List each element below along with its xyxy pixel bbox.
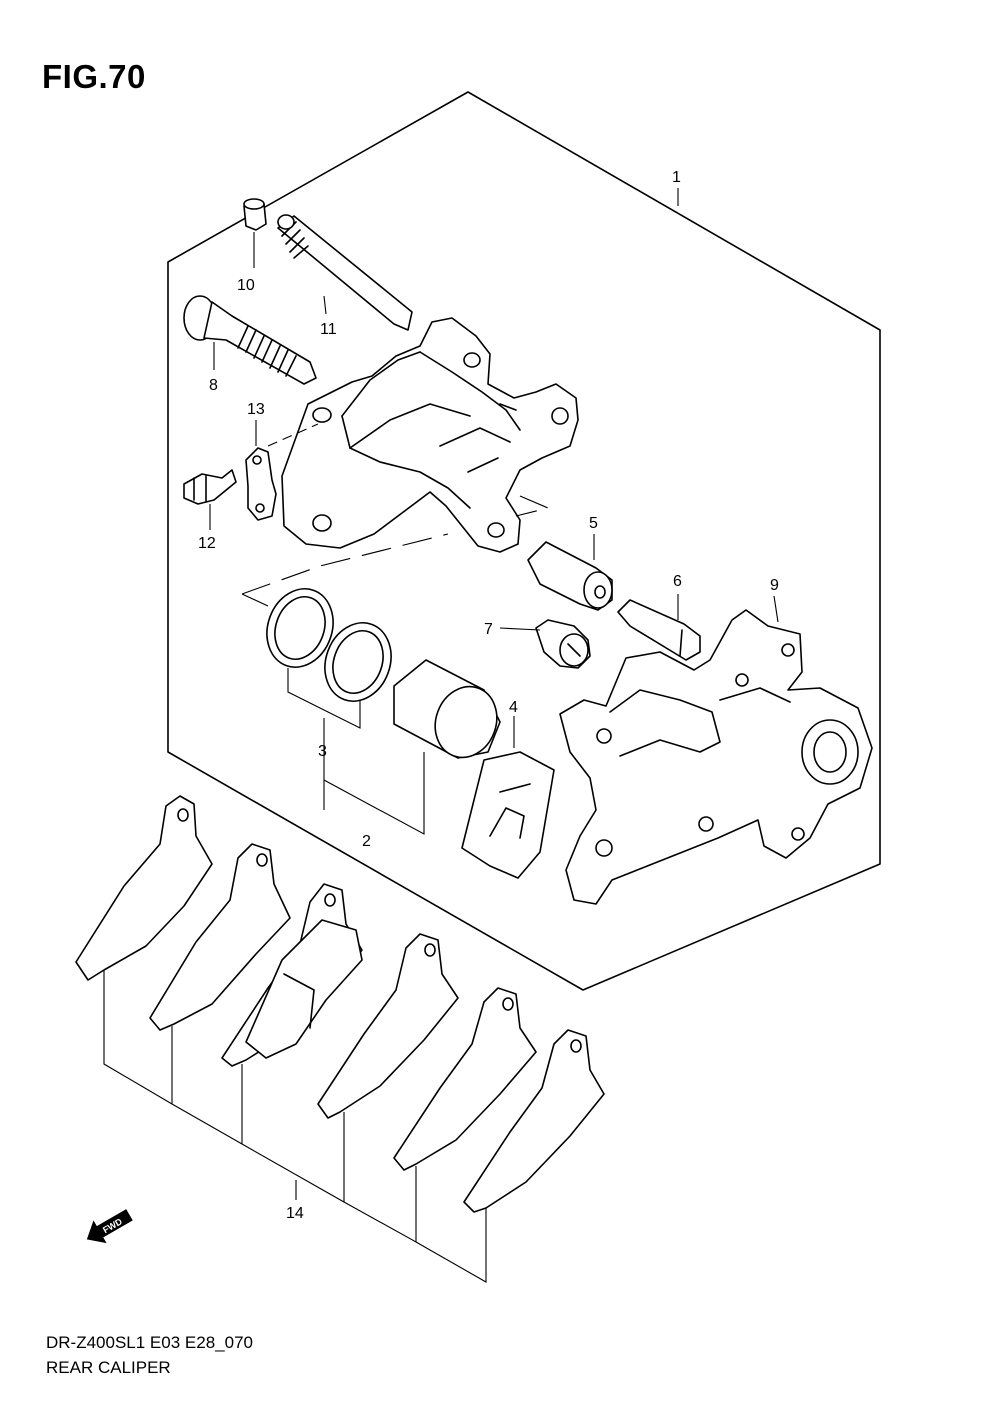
part-8-bolt[interactable] — [183, 295, 317, 385]
part-5-sleeve[interactable] — [527, 541, 613, 611]
part-6-pin[interactable] — [617, 599, 701, 661]
callout-7: 7 — [484, 621, 493, 638]
part-9-bracket[interactable] — [559, 609, 873, 905]
diagram-code: DR-Z400SL1 E03 E28_070 — [46, 1333, 253, 1352]
part-10-cap[interactable] — [243, 198, 267, 231]
callout-3: 3 — [318, 743, 327, 760]
part-3-seals[interactable] — [256, 579, 402, 710]
callout-6: 6 — [673, 573, 682, 590]
callout-labels: 1 10 11 8 13 12 5 6 9 7 4 3 2 14 — [198, 169, 779, 1222]
caliper-body[interactable] — [281, 317, 579, 553]
part-14-pads[interactable] — [75, 795, 605, 1213]
part-2-piston[interactable] — [393, 659, 507, 766]
figure-title: FIG.70 — [42, 58, 146, 95]
part-7-boot[interactable] — [535, 619, 591, 669]
callout-1: 1 — [672, 169, 681, 186]
callout-14: 14 — [286, 1205, 304, 1222]
callout-4: 4 — [509, 699, 518, 716]
part-4-spring[interactable] — [461, 751, 555, 879]
leader-lines — [103, 188, 779, 1283]
part-13-plate[interactable] — [245, 447, 277, 521]
callout-2: 2 — [362, 833, 371, 850]
callout-8: 8 — [209, 377, 218, 394]
callout-12: 12 — [198, 535, 216, 552]
callout-10: 10 — [237, 277, 255, 294]
assembly-outline — [167, 91, 881, 991]
callout-11: 11 — [320, 321, 337, 338]
part-12-bleeder[interactable] — [183, 469, 237, 505]
callout-5: 5 — [589, 515, 598, 532]
callout-9: 9 — [770, 577, 779, 594]
diagram-name: REAR CALIPER — [46, 1358, 171, 1377]
callout-13: 13 — [247, 401, 265, 418]
forward-arrow-icon: FWD — [86, 1209, 133, 1244]
part-11-pin[interactable] — [277, 214, 413, 331]
